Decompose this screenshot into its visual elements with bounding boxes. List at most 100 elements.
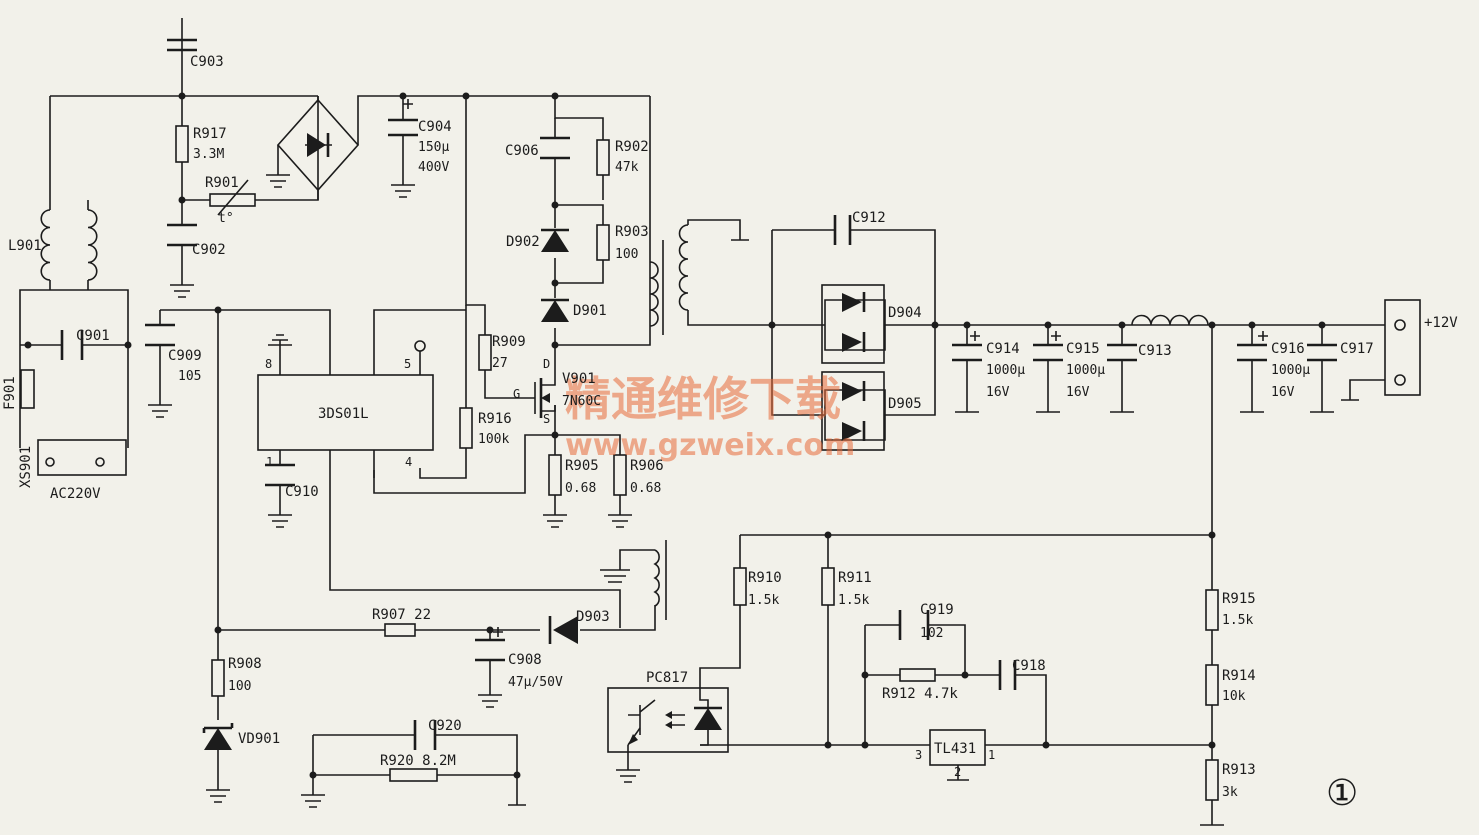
mosfet-v901 [518, 345, 556, 418]
label-r914: R914 [1222, 668, 1256, 684]
inductors [40, 209, 1209, 620]
label-pc817: PC817 [646, 670, 688, 686]
label-tl431: TL431 [934, 741, 976, 757]
value-c908: 47μ/50V [508, 675, 563, 690]
label-r912: R912 4.7k [882, 686, 958, 702]
value-c909: 105 [178, 369, 201, 384]
watermark-cn: 精通维修下载 [565, 372, 841, 426]
label-c909: C909 [168, 348, 202, 364]
value-r906: 0.68 [630, 481, 661, 496]
label-xs901: XS901 [18, 446, 34, 488]
label-r917: R917 [193, 126, 227, 142]
label-r905: R905 [565, 458, 599, 474]
value-c904-cap: 150μ [418, 140, 449, 155]
value-r916: 100k [478, 432, 509, 447]
value-r915: 1.5k [1222, 613, 1253, 628]
junction-dots [24, 92, 1326, 779]
label-d902: D902 [506, 234, 540, 250]
label-d905: D905 [888, 396, 922, 412]
label-output-12v: +12V [1424, 315, 1458, 331]
label-c914: C914 [986, 341, 1020, 357]
figure-number: ① [1326, 773, 1358, 814]
label-r908: R908 [228, 656, 262, 672]
label-f901: F901 [2, 376, 18, 410]
value-c914-volt: 16V [986, 385, 1010, 400]
label-r913: R913 [1222, 762, 1256, 778]
value-r903: 100 [615, 247, 638, 262]
label-vd901: VD901 [238, 731, 280, 747]
tl431-pin-3: 3 [915, 748, 922, 762]
value-c915-volt: 16V [1066, 385, 1090, 400]
mosfet-pin-d: D [543, 357, 550, 371]
value-r909: 27 [492, 356, 508, 371]
capacitors [60, 18, 1337, 750]
label-c919: C919 [920, 602, 954, 618]
optocoupler-pc817 [607, 687, 729, 753]
ic-pin-8: 8 [265, 357, 272, 371]
value-v901: 7N60C [562, 394, 601, 409]
diodes [202, 228, 886, 750]
value-r908: 100 [228, 679, 251, 694]
label-ac220v: AC220V [50, 486, 101, 502]
label-d901: D901 [573, 303, 607, 319]
label-r907: R907 22 [372, 607, 431, 623]
value-c914-cap: 1000μ [986, 363, 1025, 378]
grounds [148, 174, 1359, 826]
tl431 [929, 729, 986, 766]
label-c904: C904 [418, 119, 452, 135]
label-d904: D904 [888, 305, 922, 321]
label-r909: R909 [492, 334, 526, 350]
mosfet-pin-g: G [513, 387, 520, 401]
value-r902: 47k [615, 160, 639, 175]
value-c904-volt: 400V [418, 160, 449, 175]
value-c916-cap: 1000μ [1271, 363, 1310, 378]
label-r916: R916 [478, 411, 512, 427]
value-r917: 3.3M [193, 147, 224, 162]
label-r903: R903 [615, 224, 649, 240]
bridge-rectifier [276, 98, 360, 192]
tl431-pin-1: 1 [988, 748, 995, 762]
value-r913: 3k [1222, 785, 1238, 800]
label-c913: C913 [1138, 343, 1172, 359]
tl431-pin-2: 2 [954, 765, 961, 779]
label-r902: R902 [615, 139, 649, 155]
label-l901: L901 [8, 238, 42, 254]
label-r910: R910 [748, 570, 782, 586]
label-r906: R906 [630, 458, 664, 474]
label-c912: C912 [852, 210, 886, 226]
label-r901: R901 [205, 175, 239, 191]
value-c919: 102 [920, 626, 943, 641]
value-r914: 10k [1222, 689, 1246, 704]
ic-pin-5: 5 [404, 357, 411, 371]
label-c917: C917 [1340, 341, 1374, 357]
label-c902: C902 [192, 242, 226, 258]
ic-pin-4: 4 [405, 455, 412, 469]
value-r911: 1.5k [838, 593, 869, 608]
label-r911: R911 [838, 570, 872, 586]
label-c908: C908 [508, 652, 542, 668]
label-c920: C920 [428, 718, 462, 734]
label-d903: D903 [576, 609, 610, 625]
label-c906: C906 [505, 143, 539, 159]
label-c918: C918 [1012, 658, 1046, 674]
wiring [19, 40, 1390, 825]
resistors [20, 125, 1219, 801]
label-c901: C901 [76, 328, 110, 344]
ic-pin-1: 1 [266, 455, 273, 469]
mosfet-pin-s: S [543, 412, 550, 426]
value-r910: 1.5k [748, 593, 779, 608]
label-r920: R920 8.2M [380, 753, 456, 769]
value-r905: 0.68 [565, 481, 596, 496]
label-v901: V901 [562, 371, 596, 387]
ic-name: 3DS01L [318, 406, 369, 422]
watermark: 精通维修下载 www.gzweix.com [565, 372, 855, 463]
value-c915-cap: 1000μ [1066, 363, 1105, 378]
labels: C903 R917 3.3M R901 t° C902 L901 C901 F9… [2, 54, 1458, 814]
label-r901-t: t° [218, 211, 234, 226]
value-c916-volt: 16V [1271, 385, 1295, 400]
watermark-url: www.gzweix.com [565, 428, 855, 463]
label-c916: C916 [1271, 341, 1305, 357]
connectors [19, 299, 1421, 476]
label-c910: C910 [285, 484, 319, 500]
